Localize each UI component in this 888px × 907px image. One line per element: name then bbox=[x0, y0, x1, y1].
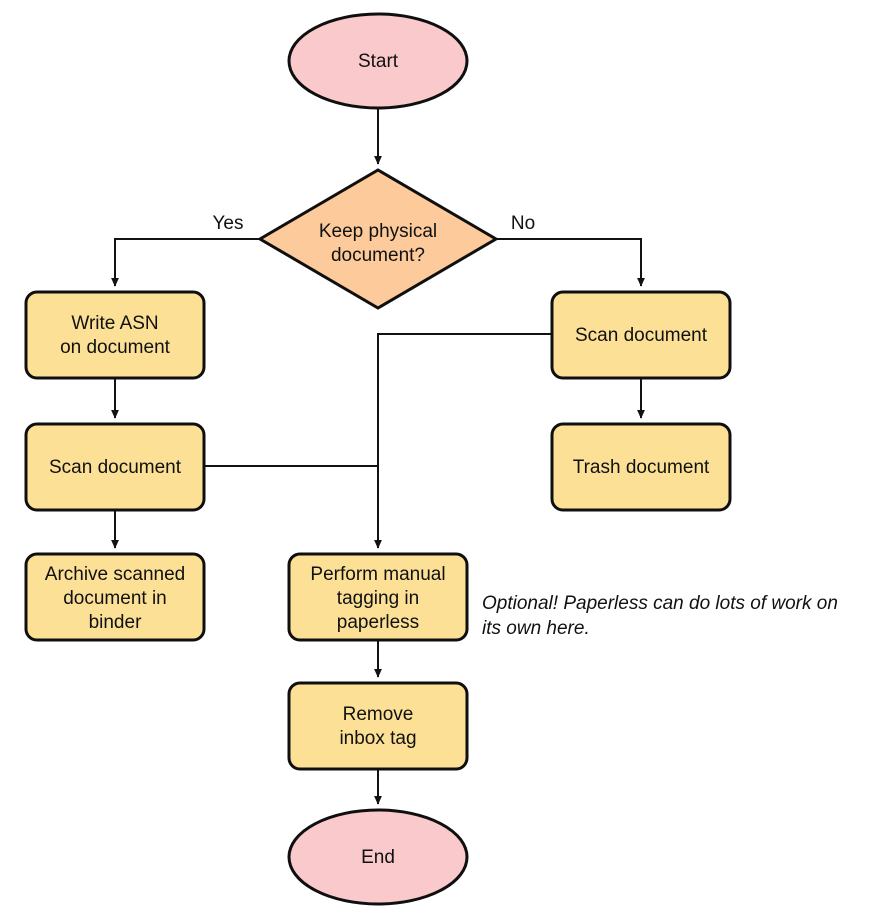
start-label: Start bbox=[358, 51, 399, 72]
end-ellipse[interactable] bbox=[287, 808, 469, 906]
edge-decision-yes bbox=[111, 238, 260, 287]
node-end[interactable]: End bbox=[287, 808, 469, 906]
remove-inbox-tag-label-line2: inbox tag bbox=[339, 728, 416, 749]
decision-label-line2: document? bbox=[331, 245, 425, 266]
node-scan-document-right[interactable]: Scan document bbox=[550, 290, 732, 380]
optional-note-line2: its own here. bbox=[482, 618, 590, 639]
scan-document-left-label: Scan document bbox=[49, 457, 182, 478]
node-remove-inbox-tag[interactable]: Remove inbox tag bbox=[287, 681, 469, 771]
trash-document-label: Trash document bbox=[573, 457, 710, 478]
node-manual-tagging[interactable]: Perform manual tagging in paperless bbox=[287, 552, 469, 642]
node-decision-keep-physical-document[interactable]: Keep physical document? bbox=[257, 168, 499, 310]
annotation-optional-note: Optional! Paperless can do lots of work … bbox=[482, 593, 838, 639]
node-scan-document-left[interactable]: Scan document bbox=[24, 422, 206, 512]
manual-tagging-box[interactable] bbox=[287, 552, 469, 642]
edge-scan-right-to-tagging bbox=[374, 333, 552, 549]
edge-label-layer: Yes No bbox=[213, 213, 536, 234]
archive-binder-label-line2: document in bbox=[63, 588, 167, 609]
manual-tagging-label-line1: Perform manual bbox=[310, 564, 445, 585]
trash-document-box[interactable] bbox=[550, 422, 732, 512]
scan-document-right-label: Scan document bbox=[575, 325, 708, 346]
remove-inbox-tag-label-line1: Remove bbox=[343, 704, 414, 725]
manual-tagging-label-line3: paperless bbox=[337, 612, 419, 633]
edge-label-no: No bbox=[511, 213, 535, 234]
start-ellipse[interactable] bbox=[287, 12, 469, 110]
edge-decision-no bbox=[496, 238, 645, 287]
node-start[interactable]: Start bbox=[287, 12, 469, 110]
node-write-asn[interactable]: Write ASN on document bbox=[24, 290, 206, 380]
archive-binder-box[interactable] bbox=[24, 552, 206, 642]
write-asn-box[interactable] bbox=[24, 290, 206, 380]
edge-label-yes: Yes bbox=[213, 213, 244, 234]
scan-document-right-box[interactable] bbox=[550, 290, 732, 380]
manual-tagging-label-line2: tagging in bbox=[337, 588, 419, 609]
decision-diamond[interactable] bbox=[257, 168, 499, 310]
write-asn-label-line1: Write ASN bbox=[71, 313, 158, 334]
write-asn-label-line2: on document bbox=[60, 337, 171, 358]
archive-binder-label-line1: Archive scanned bbox=[45, 564, 185, 585]
end-label: End bbox=[361, 847, 395, 868]
optional-note-line1: Optional! Paperless can do lots of work … bbox=[482, 593, 838, 614]
remove-inbox-tag-box[interactable] bbox=[287, 681, 469, 771]
archive-binder-label-line3: binder bbox=[89, 612, 142, 633]
node-archive-binder[interactable]: Archive scanned document in binder bbox=[24, 552, 206, 642]
node-trash-document[interactable]: Trash document bbox=[550, 422, 732, 512]
decision-label-line1: Keep physical bbox=[319, 221, 437, 242]
scan-document-left-box[interactable] bbox=[24, 422, 206, 512]
